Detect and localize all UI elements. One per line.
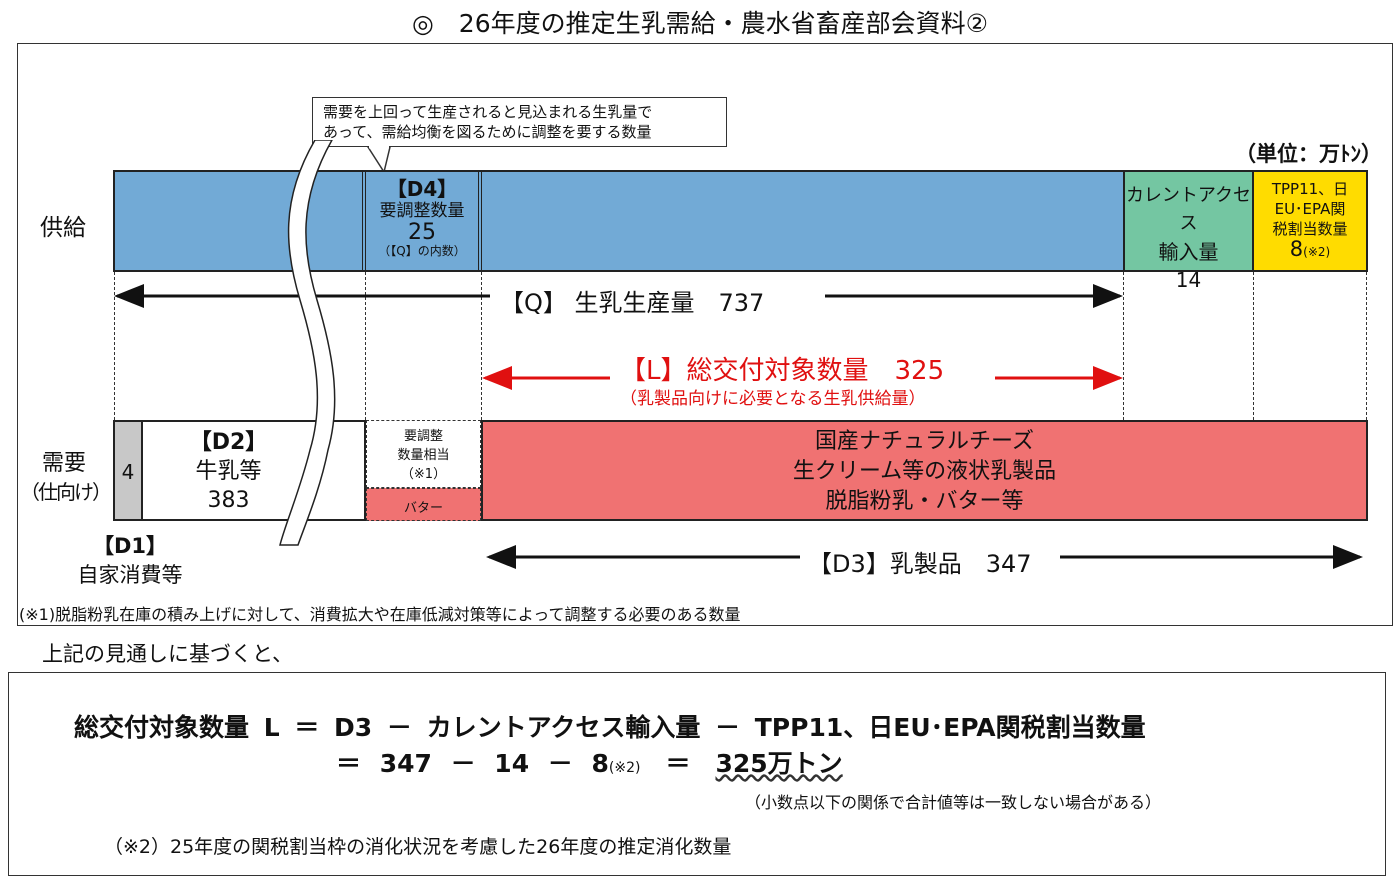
demand-label-1: 需要 — [41, 451, 86, 476]
callout-line: あって、需給均衡を図るために調整を要する数量 — [323, 123, 652, 141]
supply-label: 供給 — [40, 215, 86, 241]
lead-text: 上記の見通しに基づくと、 — [42, 642, 294, 666]
d2-segment: 【D2】 牛乳等 383 — [141, 420, 366, 521]
diagram-frame — [17, 43, 1393, 626]
butter-label: バター — [403, 501, 443, 516]
d1-segment: 4 — [113, 420, 143, 521]
rounding-note: （小数点以下の関係で合計値等は一致しない場合がある） — [745, 793, 1162, 812]
butter-segment: バター — [366, 488, 481, 521]
guide-line — [1123, 272, 1124, 420]
tpp-line: TPP11、日 — [1271, 180, 1349, 198]
formula-calc: ＝ 347 － 14 － 8 — [336, 749, 609, 778]
tpp-note: (※2) — [1303, 245, 1331, 259]
l-label: 【L】総交付対象数量 325 — [620, 356, 945, 386]
d4-note: （【Q】の内数） — [378, 244, 466, 258]
d2-name: 牛乳等 — [195, 459, 262, 484]
adj-line: 要調整 — [403, 429, 443, 444]
break-mark — [279, 140, 336, 546]
guide-line — [481, 272, 482, 420]
q-label: 【Q】 生乳生産量 737 — [500, 289, 765, 317]
adjustment-segment: 要調整 数量相当 （※1） — [366, 420, 481, 488]
tpp-line: EU･EPA関 — [1274, 200, 1346, 218]
l-sub: （乳製品向けに必要となる生乳供給量） — [620, 389, 926, 409]
d1-tag: 【D1】 — [92, 534, 168, 558]
adj-line: 数量相当 — [397, 448, 450, 463]
d1-value: 4 — [121, 460, 135, 484]
unit-label: （単位：万ﾄﾝ） — [1235, 142, 1382, 166]
d4-value: 25 — [408, 220, 436, 245]
guide-line — [365, 272, 366, 420]
current-access-segment: カレントアクセス 輸入量 14 — [1123, 170, 1254, 292]
guide-line — [1253, 272, 1254, 420]
footnote-2: （※2）25年度の関税割当枠の消化状況を考慮した26年度の推定消化数量 — [104, 836, 732, 858]
adj-line: （※1） — [400, 467, 447, 482]
ca-name2: 輸入量 — [1158, 240, 1219, 264]
dairy-line: 国産ナチュラルチーズ — [815, 429, 1034, 454]
demand-label-2: （仕向け） — [20, 480, 112, 504]
dairy-segment: 国産ナチュラルチーズ 生クリーム等の液状乳製品 脱脂粉乳・バター等 — [481, 420, 1368, 521]
formula-equals: ＝ — [665, 749, 691, 778]
formula-line-2: ＝ 347 － 14 － 8(※2) ＝ 325万トン — [336, 744, 843, 780]
page-title: ◎ 26年度の推定生乳需給・農水省畜産部会資料② — [411, 9, 989, 38]
formula-line-1: 総交付対象数量 L ＝ D3 － カレントアクセス輸入量 － TPP11、日EU… — [74, 713, 1146, 742]
footnote-1: (※1)脱脂粉乳在庫の積み上げに対して、消費拡大や在庫低減対策等によって調整する… — [19, 605, 741, 624]
tpp-line: 税割当数量 — [1272, 220, 1348, 238]
formula-note-ref: (※2) — [608, 760, 641, 776]
d4-tag: 【D4】 — [386, 177, 458, 201]
tpp-segment: TPP11、日 EU･EPA関 税割当数量 8(※2) — [1252, 170, 1368, 272]
callout: 需要を上回って生産されると見込まれる生乳量で あって、需給均衡を図るために調整を… — [312, 97, 727, 147]
formula-result: 325万トン — [715, 749, 843, 778]
d4-segment: 【D4】 要調整数量 25 （【Q】の内数） — [362, 170, 482, 272]
callout-line: 需要を上回って生産されると見込まれる生乳量で — [323, 103, 653, 121]
d4-name: 要調整数量 — [379, 201, 465, 221]
supply-bar — [113, 170, 1125, 272]
d1-name: 自家消費等 — [77, 563, 183, 587]
d2-tag: 【D2】 — [189, 430, 268, 455]
callout-pointer — [366, 146, 391, 174]
formula-box — [8, 672, 1386, 876]
d2-value: 383 — [207, 488, 250, 513]
tpp-value: 8 — [1289, 237, 1304, 261]
dairy-line: 脱脂粉乳・バター等 — [825, 489, 1024, 514]
ca-name: カレントアクセス — [1125, 185, 1252, 234]
guide-line — [1366, 272, 1367, 420]
d1-label: 【D1】自家消費等 — [60, 532, 200, 590]
ca-value: 14 — [1175, 268, 1202, 292]
guide-line — [114, 272, 115, 420]
d3-label: 【D3】乳製品 347 — [808, 550, 1032, 578]
dairy-line: 生クリーム等の液状乳製品 — [792, 459, 1057, 484]
